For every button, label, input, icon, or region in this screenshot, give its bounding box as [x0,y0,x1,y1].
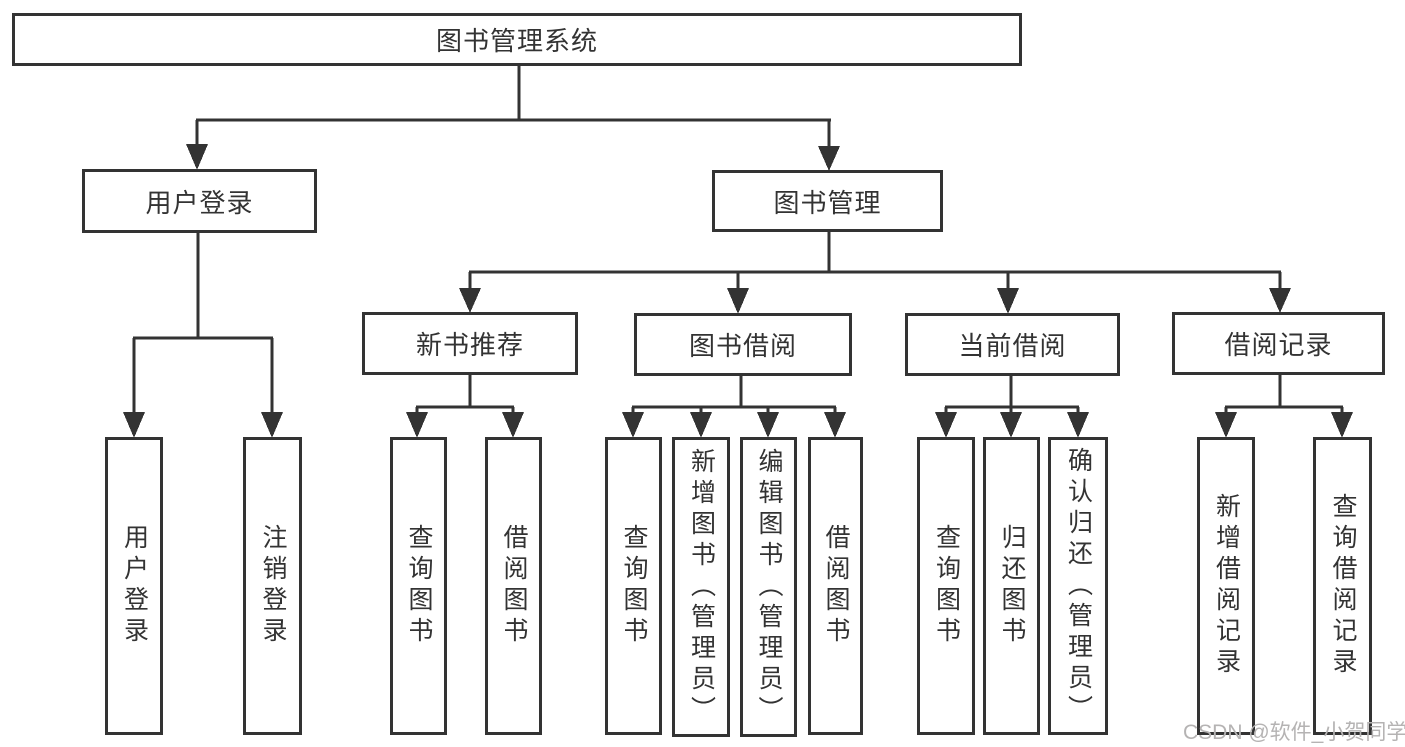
node-root-label: 图书管理系统 [435,26,598,56]
leaf-borrow-query-book: 查询图书 [605,437,662,735]
node-current-borrow-label: 当前借阅 [958,331,1067,361]
node-new-book-recommend: 新书推荐 [362,312,578,375]
leaf-recommend-borrow-book-label: 借阅图书 [500,524,528,648]
leaf-current-query-book: 查询图书 [917,437,975,735]
leaf-current-query-book-label: 查询图书 [932,524,961,648]
leaf-query-borrow-record-label: 查询借阅记录 [1329,493,1357,679]
leaf-logout-label: 注销登录 [259,524,287,648]
node-user-login: 用户登录 [82,169,317,233]
leaf-borrow-query-book-label: 查询图书 [620,524,648,648]
leaf-confirm-return-admin-label: 确认归还（管理员） [1064,446,1093,726]
leaf-borrow-book-label: 借阅图书 [822,524,850,648]
node-book-management-label: 图书管理 [773,187,882,218]
node-user-login-label: 用户登录 [145,187,254,218]
node-current-borrow: 当前借阅 [905,313,1120,376]
leaf-add-borrow-record: 新增借阅记录 [1197,437,1255,735]
leaf-confirm-return-admin: 确认归还（管理员） [1048,437,1108,735]
leaf-recommend-borrow-book: 借阅图书 [485,437,542,735]
leaf-edit-book-admin: 编辑图书（管理员） [740,437,797,737]
leaf-recommend-query-book: 查询图书 [390,437,447,735]
leaf-recommend-query-book-label: 查询图书 [405,524,433,648]
leaf-add-book-admin: 新增图书（管理员） [672,437,730,737]
node-book-management: 图书管理 [712,170,943,232]
leaf-edit-book-admin-label: 编辑图书（管理员） [755,447,783,727]
leaf-user-login-label: 用户登录 [120,524,149,648]
leaf-borrow-book: 借阅图书 [808,437,863,735]
node-book-borrow: 图书借阅 [634,313,852,376]
node-book-borrow-label: 图书借阅 [688,331,797,361]
leaf-add-book-admin-label: 新增图书（管理员） [687,447,716,727]
node-borrow-record-label: 借阅记录 [1224,330,1333,360]
leaf-return-book-label: 归还图书 [998,524,1026,648]
leaf-add-borrow-record-label: 新增借阅记录 [1212,493,1241,679]
leaf-query-borrow-record: 查询借阅记录 [1313,437,1372,735]
leaf-return-book: 归还图书 [983,437,1040,735]
node-root: 图书管理系统 [12,13,1022,66]
csdn-watermark: CSDN @软件_小贺同学 [1183,721,1405,744]
leaf-logout: 注销登录 [243,437,302,735]
node-new-book-recommend-label: 新书推荐 [415,330,524,360]
node-borrow-record: 借阅记录 [1172,312,1385,375]
leaf-user-login: 用户登录 [105,437,163,735]
